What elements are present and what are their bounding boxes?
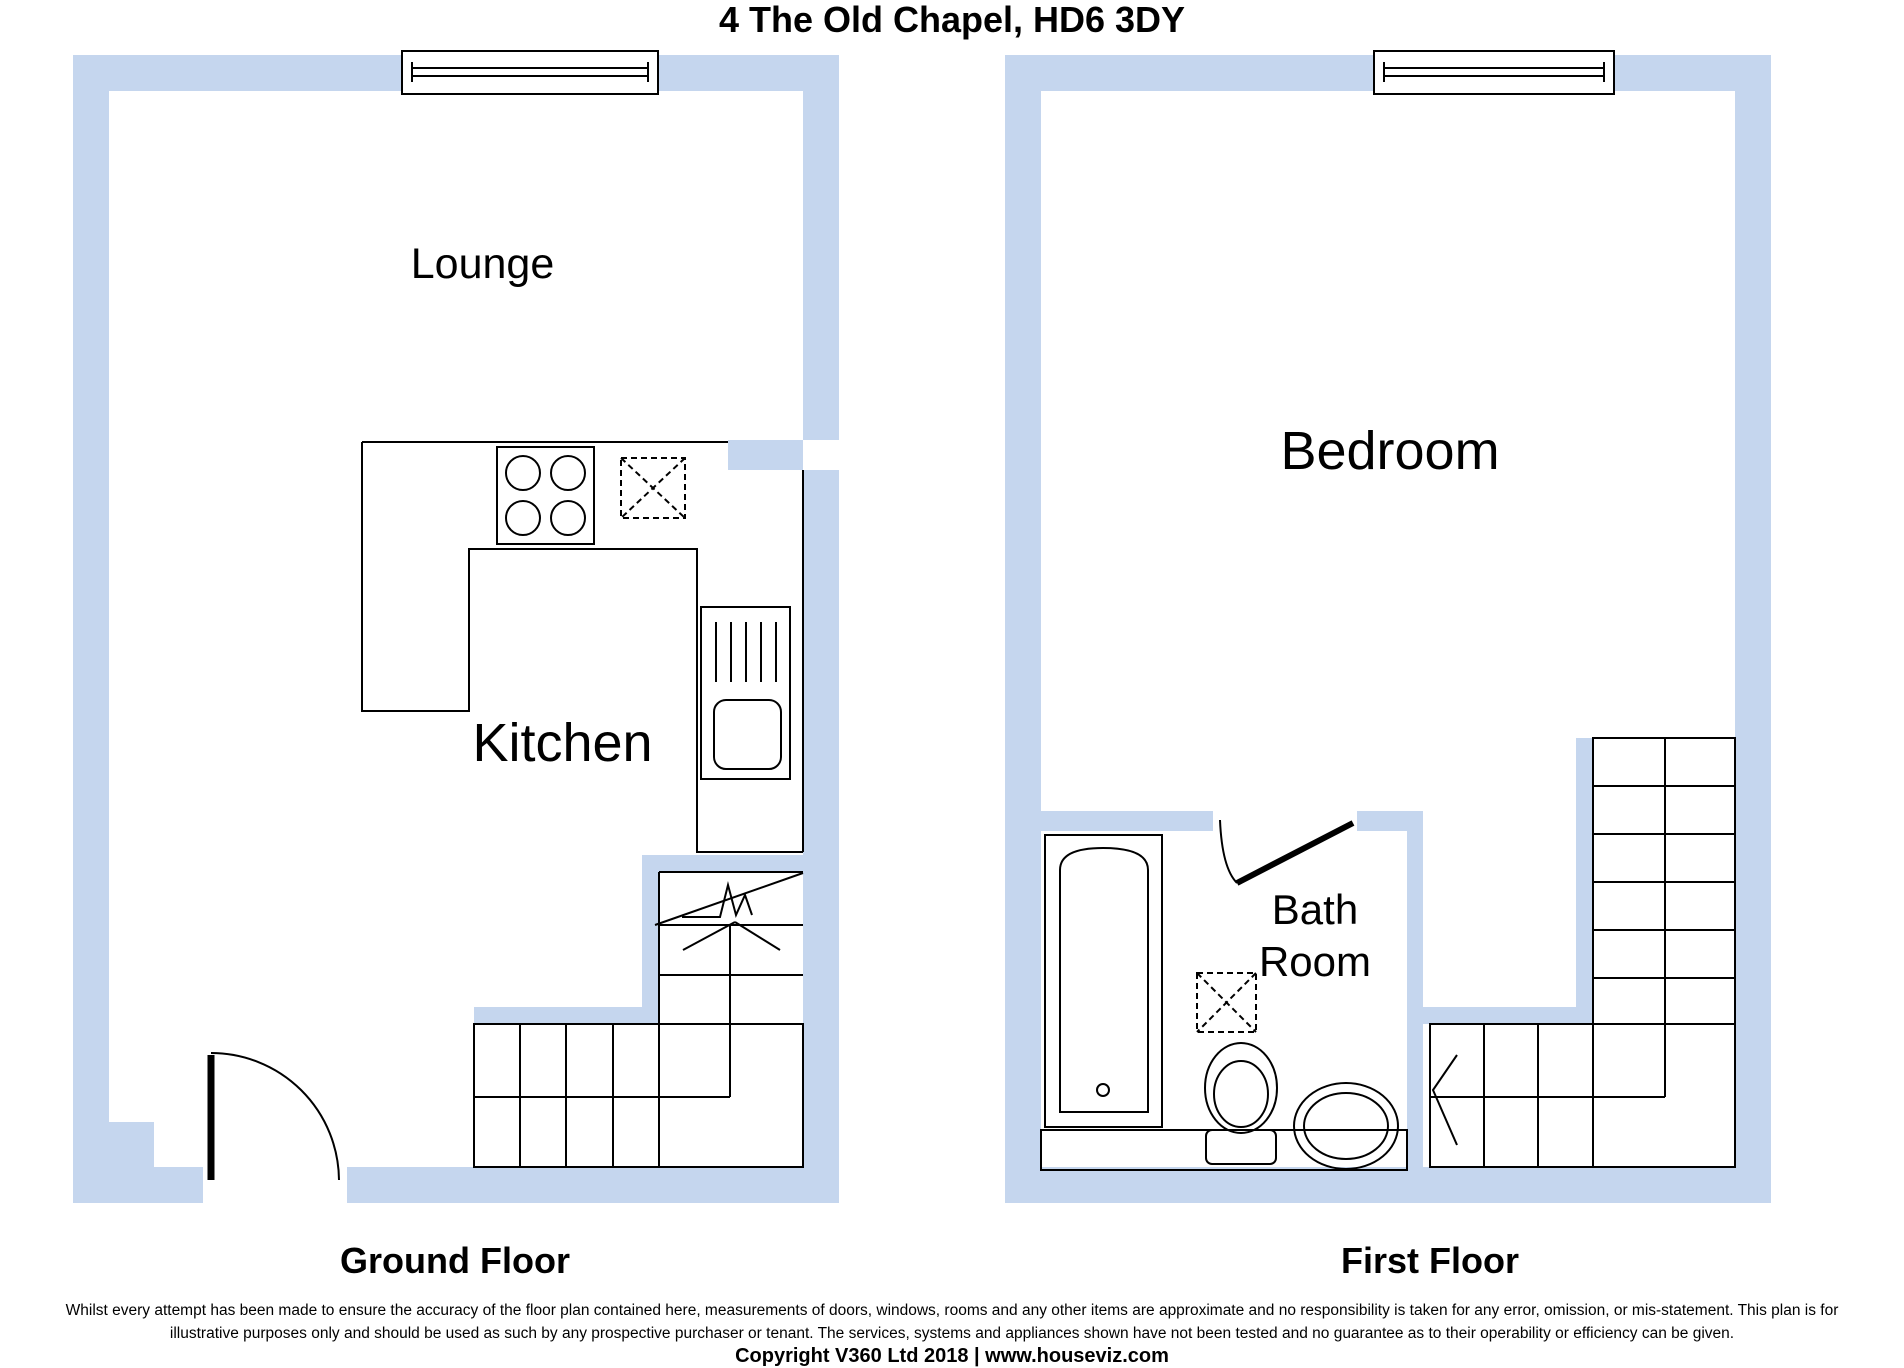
room-label-lounge: Lounge — [410, 240, 555, 288]
ground-wall-bottom-left — [73, 1167, 203, 1203]
floor-label-first: First Floor — [1341, 1240, 1519, 1281]
room-label-kitchen: Kitchen — [472, 713, 653, 773]
lounge-window — [401, 50, 659, 95]
ground-wall-right-lower — [803, 470, 839, 1203]
copyright: Copyright V360 Ltd 2018 | www.houseviz.c… — [735, 1345, 1169, 1367]
bathroom-fittings — [1040, 834, 1408, 1171]
bathroom-extractor-icon — [1196, 972, 1257, 1033]
room-label-bedroom: Bedroom — [1280, 421, 1500, 481]
first-windows — [1373, 50, 1615, 95]
disclaimer: Whilst every attempt has been made to en… — [0, 1299, 1904, 1345]
basin-icon — [1293, 1082, 1399, 1170]
ground-wall-left — [73, 55, 109, 1203]
ground-floor-plan — [73, 55, 839, 1203]
ground-wall-nib — [728, 440, 803, 470]
stair-break-icon — [682, 881, 753, 918]
bathroom-wall-top-left — [1041, 811, 1213, 831]
ground-windows — [401, 50, 659, 95]
ground-wall-bottom-right — [347, 1167, 839, 1203]
sink-icon — [700, 606, 791, 780]
bathroom-wall-right — [1407, 811, 1423, 1167]
first-staircase — [1429, 737, 1736, 1168]
first-wall-left — [1005, 55, 1041, 1203]
bedroom-window — [1373, 50, 1615, 95]
hob-icon — [496, 446, 595, 545]
room-label-bathroom-line1: Bath — [1271, 886, 1359, 933]
ground-stair-wall-2 — [642, 855, 659, 1024]
landing-wall-2 — [1576, 738, 1593, 1024]
ground-stair-wall-3 — [642, 855, 803, 872]
first-floor-plan — [1005, 55, 1771, 1203]
room-label-bathroom-line2: Room — [1258, 938, 1372, 985]
bathroom-door — [1219, 819, 1355, 886]
floor-label-ground: Ground Floor — [340, 1240, 570, 1281]
kitchen-units — [361, 441, 804, 853]
bathroom-wall-top-right — [1357, 811, 1423, 831]
ground-corner-pier — [109, 1122, 154, 1167]
front-door — [207, 1052, 340, 1181]
first-wall-bottom — [1005, 1167, 1771, 1203]
disclaimer-line-2: illustrative purposes only and should be… — [169, 1325, 1735, 1342]
ground-staircase — [473, 871, 804, 1168]
landing-wall-1 — [1423, 1007, 1591, 1024]
disclaimer-line-1: Whilst every attempt has been made to en… — [65, 1302, 1839, 1319]
ground-wall-right-upper — [803, 55, 839, 440]
extractor-icon — [620, 457, 686, 519]
toilet-icon — [1204, 1042, 1278, 1165]
plan-title: 4 The Old Chapel, HD6 3DY — [718, 0, 1186, 40]
kitchen-worktop — [361, 441, 803, 853]
room-label-bathroom: Bath Room — [1240, 884, 1390, 988]
stair-arrow-icon — [1431, 1054, 1458, 1146]
ground-stair-wall-1 — [474, 1007, 644, 1024]
bath-icon — [1044, 834, 1163, 1128]
first-wall-right — [1735, 55, 1771, 1203]
